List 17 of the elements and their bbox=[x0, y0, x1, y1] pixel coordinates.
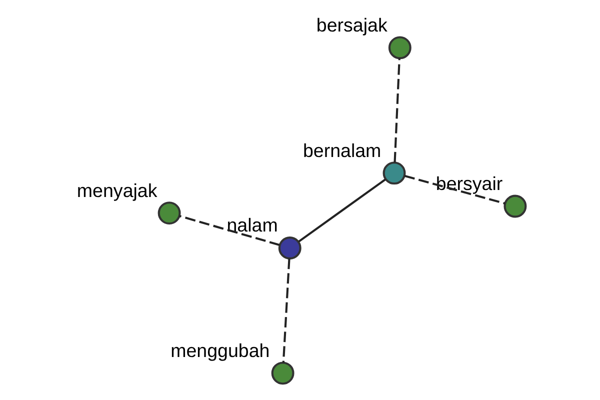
node-label: bersyair bbox=[435, 172, 502, 194]
node-label: nalam bbox=[226, 214, 278, 236]
connector bbox=[393, 58, 400, 162]
connector bbox=[282, 258, 290, 363]
node-label: bersajak bbox=[316, 14, 387, 36]
connector bbox=[178, 215, 280, 246]
node-circle bbox=[388, 36, 411, 60]
node-circle bbox=[503, 194, 526, 218]
connector bbox=[404, 174, 505, 204]
node-circle bbox=[157, 202, 180, 225]
node-label: bernalam bbox=[302, 140, 381, 161]
node-label: menyajak bbox=[76, 180, 157, 201]
node-circle bbox=[382, 162, 406, 185]
connector bbox=[298, 178, 386, 242]
node-circle bbox=[278, 236, 301, 260]
node-label: menggubah bbox=[170, 340, 270, 361]
node-circle bbox=[270, 362, 294, 385]
